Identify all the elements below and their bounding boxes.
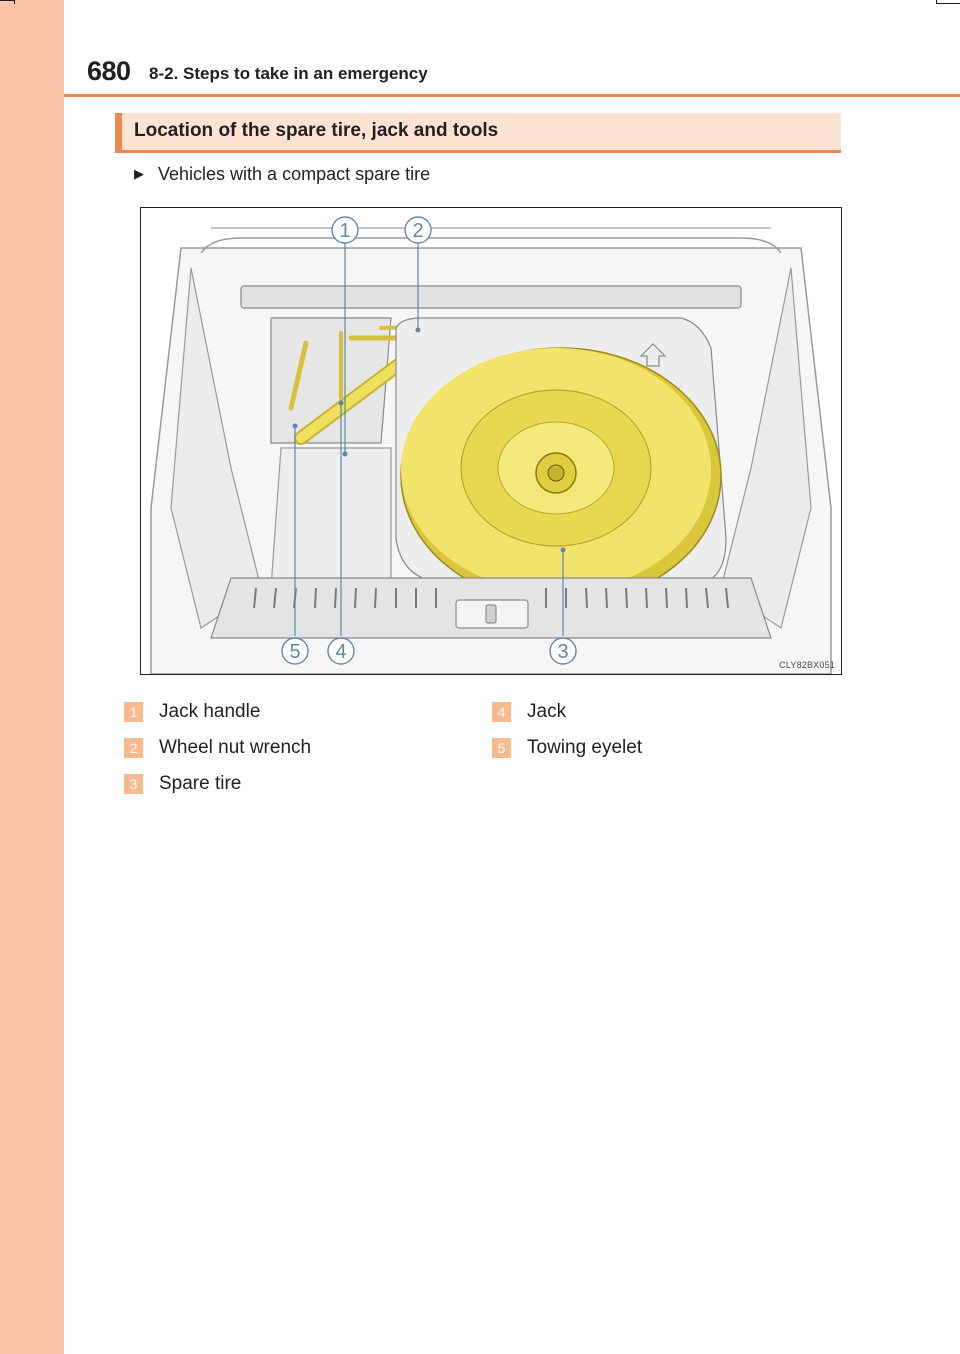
chapter-side-tab (0, 0, 64, 1354)
subheading-accent (115, 113, 122, 150)
legend-number-badge: 3 (124, 774, 143, 794)
bullet-item: ▶ Vehicles with a compact spare tire (134, 164, 430, 185)
legend-label: Towing eyelet (527, 737, 643, 758)
trunk-drawing (150, 227, 832, 674)
legend-number-badge: 5 (492, 738, 511, 758)
bullet-text: Vehicles with a compact spare tire (158, 164, 431, 184)
legend-label: Jack (527, 701, 567, 722)
subheading-bar: Location of the spare tire, jack and too… (115, 113, 841, 153)
triangle-right-icon: ▶ (134, 166, 144, 181)
page-number: 680 (87, 56, 131, 86)
legend-number-badge: 1 (124, 702, 143, 722)
legend-label: Jack handle (159, 701, 261, 722)
legend-number-badge: 2 (124, 738, 143, 758)
crop-mark-top-left-vertical (14, 0, 15, 4)
section-title: 8-2. Steps to take in an emergency (149, 64, 428, 83)
legend-label: Wheel nut wrench (159, 737, 312, 758)
legend-number-badge: 4 (492, 702, 511, 722)
header-divider (64, 94, 960, 97)
crop-mark-top-right-horizontal (936, 3, 960, 4)
crop-mark-top-right (936, 0, 937, 4)
figure-code: CLY82BX051 (779, 660, 835, 670)
trunk-illustration: 1 2 3 4 5 CLY82BX051 (140, 207, 842, 675)
crop-mark-top-left (0, 0, 14, 1)
legend-label: Spare tire (159, 773, 242, 794)
subheading-title: Location of the spare tire, jack and too… (134, 120, 499, 141)
